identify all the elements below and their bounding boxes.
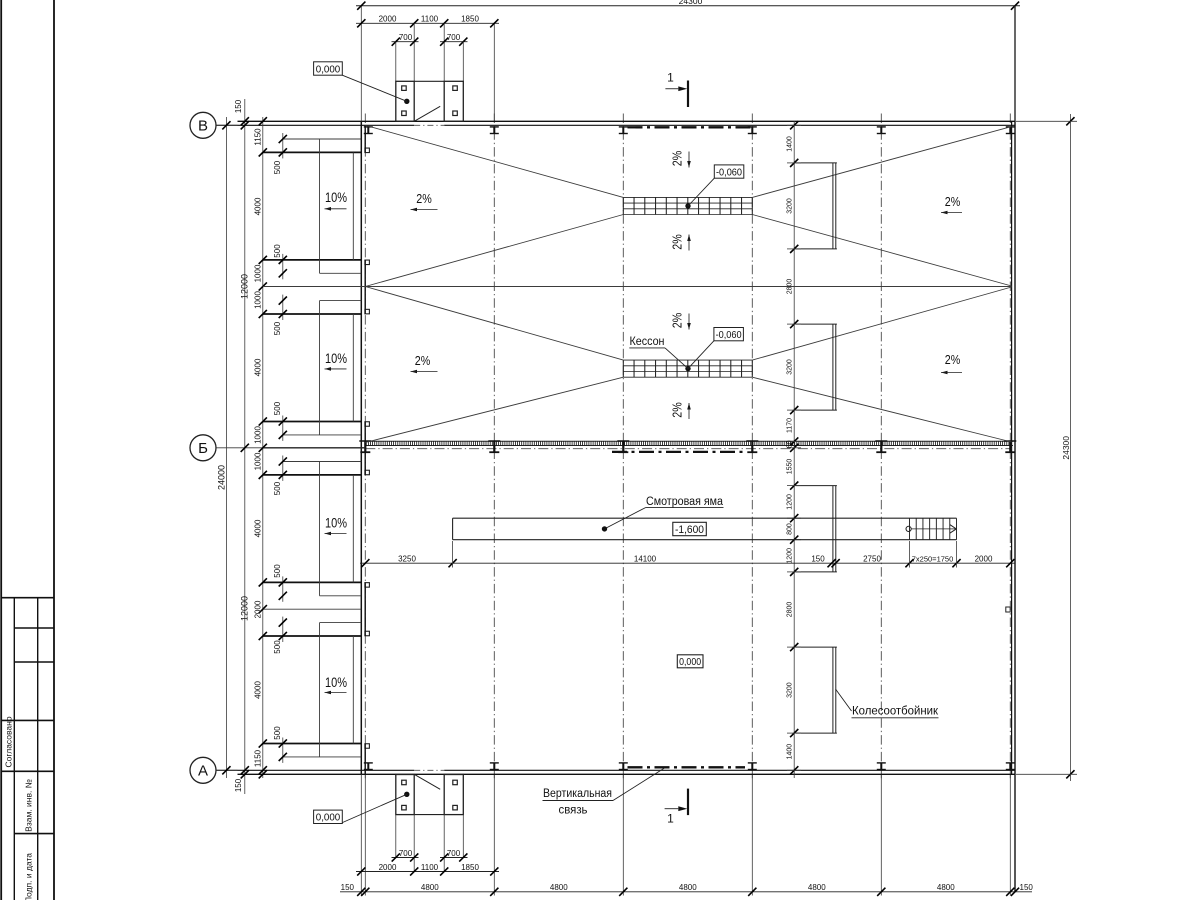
svg-text:2800: 2800 [787, 602, 794, 618]
svg-text:700: 700 [399, 849, 413, 858]
svg-text:-0,060: -0,060 [716, 166, 742, 178]
svg-text:0,000: 0,000 [316, 812, 341, 824]
svg-text:500: 500 [273, 640, 282, 654]
svg-text:1170: 1170 [787, 418, 794, 433]
svg-text:2%: 2% [416, 191, 432, 206]
svg-text:Смотровая яма: Смотровая яма [646, 496, 724, 508]
svg-text:2%: 2% [415, 353, 431, 368]
svg-text:150: 150 [341, 883, 355, 892]
svg-text:2%: 2% [945, 194, 961, 209]
svg-text:3250: 3250 [398, 554, 416, 563]
svg-text:4800: 4800 [421, 883, 439, 892]
svg-text:4000: 4000 [253, 358, 262, 376]
svg-text:150: 150 [1020, 883, 1034, 892]
svg-text:-1,600: -1,600 [675, 524, 704, 536]
svg-text:10%: 10% [325, 351, 347, 366]
svg-text:2%: 2% [669, 312, 684, 328]
svg-text:Вертикальная: Вертикальная [543, 788, 612, 800]
svg-text:3200: 3200 [787, 682, 794, 698]
svg-text:12000: 12000 [239, 596, 249, 621]
svg-text:В: В [198, 118, 208, 135]
svg-text:3200: 3200 [787, 198, 794, 214]
svg-text:1000: 1000 [253, 452, 262, 470]
svg-text:1200: 1200 [787, 494, 794, 510]
svg-text:0,000: 0,000 [679, 656, 701, 668]
svg-text:Согласовано: Согласовано [3, 716, 13, 767]
svg-text:500: 500 [273, 564, 282, 578]
svg-text:10%: 10% [325, 516, 347, 531]
svg-text:1850: 1850 [461, 15, 479, 24]
svg-text:2%: 2% [945, 352, 961, 367]
svg-text:1550: 1550 [787, 459, 794, 475]
svg-text:0,000: 0,000 [316, 63, 341, 75]
svg-text:4000: 4000 [253, 197, 262, 215]
svg-text:2%: 2% [669, 402, 684, 418]
svg-text:500: 500 [273, 160, 282, 174]
svg-text:Б: Б [198, 440, 208, 457]
svg-text:4000: 4000 [253, 519, 262, 537]
svg-text:Подп. и дата: Подп. и дата [23, 853, 33, 900]
svg-text:Кессон: Кессон [630, 336, 665, 348]
svg-text:500: 500 [273, 401, 282, 415]
svg-text:7х250=1750: 7х250=1750 [912, 554, 954, 563]
svg-text:700: 700 [447, 849, 461, 858]
svg-text:24300: 24300 [679, 0, 703, 6]
svg-text:4800: 4800 [808, 883, 826, 892]
svg-text:1850: 1850 [461, 863, 479, 872]
svg-text:связь: связь [559, 804, 588, 816]
svg-text:2000: 2000 [379, 15, 397, 24]
svg-text:1200: 1200 [787, 548, 794, 564]
svg-text:1400: 1400 [787, 744, 794, 760]
svg-text:4800: 4800 [937, 883, 955, 892]
svg-text:1150: 1150 [253, 749, 262, 767]
svg-text:2750: 2750 [863, 554, 881, 563]
svg-text:500: 500 [273, 321, 282, 335]
svg-text:Колесоотбойник: Колесоотбойник [852, 705, 939, 717]
svg-text:2000: 2000 [253, 600, 262, 618]
svg-text:700: 700 [447, 33, 461, 42]
svg-text:-0,060: -0,060 [716, 329, 742, 341]
svg-text:10%: 10% [325, 675, 347, 690]
svg-text:Взам. инв. №: Взам. инв. № [23, 779, 33, 832]
svg-text:3200: 3200 [787, 359, 794, 375]
svg-text:700: 700 [399, 33, 413, 42]
svg-text:500: 500 [273, 481, 282, 495]
svg-text:24300: 24300 [1061, 436, 1071, 460]
svg-text:А: А [198, 763, 208, 780]
svg-text:800: 800 [787, 523, 794, 535]
svg-text:1150: 1150 [253, 128, 262, 146]
svg-text:1: 1 [667, 812, 674, 826]
svg-text:2%: 2% [669, 150, 684, 166]
svg-text:14100: 14100 [634, 554, 657, 563]
svg-text:1000: 1000 [253, 291, 262, 309]
svg-text:80: 80 [787, 440, 794, 448]
svg-text:2%: 2% [669, 234, 684, 250]
svg-text:1000: 1000 [253, 264, 262, 282]
svg-text:4800: 4800 [679, 883, 697, 892]
svg-text:2800: 2800 [787, 279, 794, 295]
svg-text:4800: 4800 [550, 883, 568, 892]
svg-text:4000: 4000 [253, 681, 262, 699]
svg-text:1400: 1400 [787, 136, 794, 152]
svg-text:2000: 2000 [379, 863, 397, 872]
svg-text:150: 150 [234, 778, 243, 792]
svg-text:24000: 24000 [216, 465, 226, 490]
svg-text:1: 1 [667, 71, 674, 85]
svg-text:150: 150 [234, 99, 243, 113]
svg-text:500: 500 [273, 726, 282, 740]
svg-text:12000: 12000 [239, 274, 249, 299]
svg-text:500: 500 [273, 244, 282, 258]
svg-text:1000: 1000 [253, 426, 262, 444]
svg-text:10%: 10% [325, 190, 347, 205]
svg-text:1100: 1100 [421, 863, 439, 872]
svg-text:2000: 2000 [975, 554, 993, 563]
svg-text:1100: 1100 [421, 15, 439, 24]
svg-text:150: 150 [811, 554, 825, 563]
